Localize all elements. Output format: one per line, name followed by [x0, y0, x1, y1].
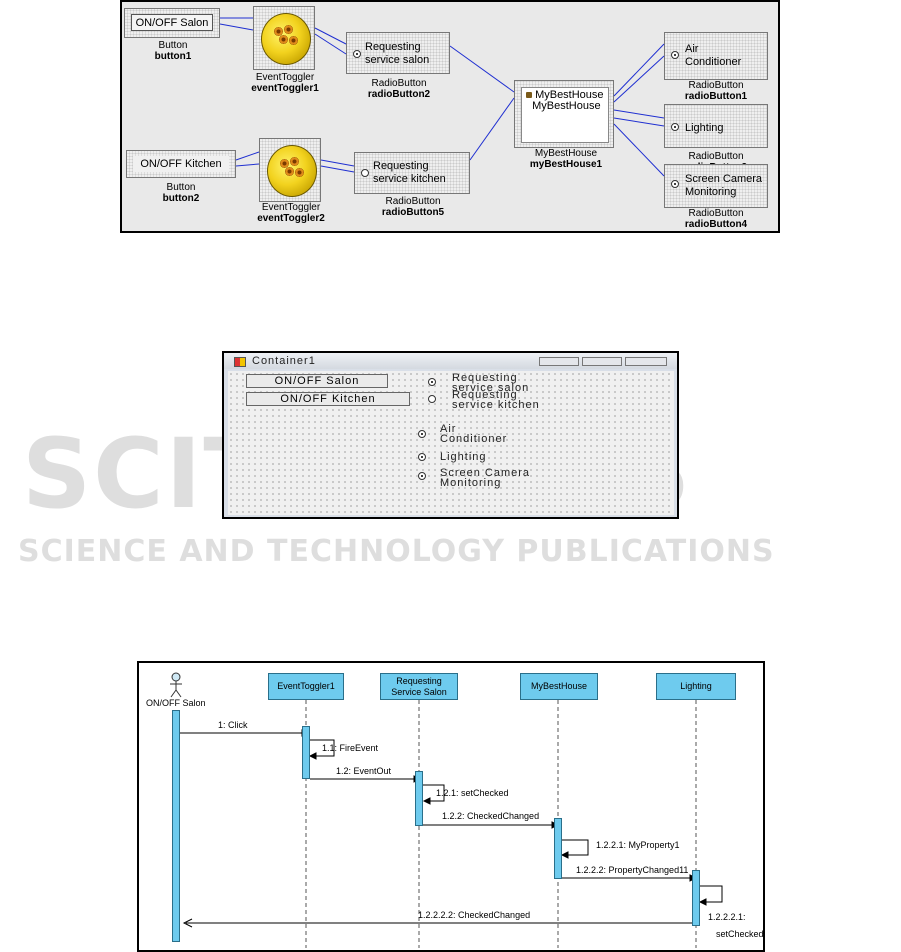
watermark-subtitle: SCIENCE AND TECHNOLOGY PUBLICATIONS: [18, 534, 775, 569]
message-label: 1.2.2.2.2: CheckedChanged: [418, 910, 531, 920]
activation-eventtoggler: [302, 726, 310, 779]
radio-dot: [671, 123, 679, 131]
radiobutton3-component[interactable]: Lighting: [664, 104, 768, 148]
maximize-button[interactable]: [582, 357, 622, 366]
eventtoggler1-component[interactable]: [253, 6, 315, 70]
gear-icon: [295, 168, 304, 177]
window-title: Container1: [252, 355, 316, 367]
lifeline-header-eventtoggler1: EventToggler1: [268, 673, 344, 700]
radio-dot: [353, 50, 361, 58]
container-window: Container1 ON/OFF Salon ON/OFF Kitchen R…: [222, 351, 679, 519]
eventtoggler2-component[interactable]: [259, 138, 321, 202]
activation-mybesthouse: [554, 818, 562, 879]
mybesthouse-text: MyBestHouse MyBestHouse: [526, 90, 604, 112]
gear-icon: [274, 27, 283, 36]
window-app-icon: [234, 357, 246, 367]
mybesthouse-component[interactable]: MyBestHouse MyBestHouse: [514, 80, 614, 148]
lighting-label: Lighting: [440, 451, 487, 463]
activation-requesting: [415, 771, 423, 826]
close-button[interactable]: [625, 357, 667, 366]
sequence-diagram: [137, 661, 765, 952]
message-label: 1.2.2.2.1:: [708, 912, 746, 922]
minimize-button[interactable]: [539, 357, 579, 366]
activation-lighting: [692, 870, 700, 926]
message-label: 1.2.2: CheckedChanged: [442, 811, 540, 821]
message-label: 1.2.2.1: MyProperty1: [596, 840, 680, 850]
message-label: 1: Click: [218, 720, 248, 730]
gear-icon: [280, 159, 289, 168]
radiobutton3-text: Lighting: [685, 122, 724, 134]
radio-dot: [671, 51, 679, 59]
gear-icon: [289, 36, 298, 45]
gear-icon: [290, 157, 299, 166]
button2-face: ON/OFF Kitchen: [133, 156, 229, 172]
house-icon: [526, 92, 532, 98]
message-label: 1.2.2.2: PropertyChanged11: [576, 865, 689, 875]
radio-air[interactable]: [418, 430, 426, 438]
message-label: 1.2.1: setChecked: [436, 788, 509, 798]
actor-label: ON/OFF Salon: [146, 698, 206, 708]
button1-component[interactable]: ON/OFF Salon: [124, 8, 220, 38]
button1-face: ON/OFF Salon: [131, 14, 213, 31]
mybesthouse-panel: MyBestHouse MyBestHouse: [521, 87, 609, 143]
lifeline-header-lighting: Lighting: [656, 673, 736, 700]
gear-icon: [279, 35, 288, 44]
onoff-kitchen-button[interactable]: ON/OFF Kitchen: [246, 392, 410, 406]
activation-actor: [172, 710, 180, 942]
gear-icon: [285, 167, 294, 176]
radio-dot: [671, 180, 679, 188]
lifeline-header-mybesthouse: MyBestHouse: [520, 673, 598, 700]
message-label: 1.1: FireEvent: [322, 743, 379, 753]
button2-component[interactable]: ON/OFF Kitchen: [126, 150, 236, 178]
radio-lighting[interactable]: [418, 453, 426, 461]
radio-salon[interactable]: [428, 378, 436, 386]
radio-dot: [361, 169, 369, 177]
radio-camera[interactable]: [418, 472, 426, 480]
message-label: setChecked: [716, 929, 764, 939]
message-label: 1.2: EventOut: [336, 766, 392, 776]
gear-icon: [284, 25, 293, 34]
onoff-salon-button[interactable]: ON/OFF Salon: [246, 374, 388, 388]
radio-kitchen[interactable]: [428, 395, 436, 403]
